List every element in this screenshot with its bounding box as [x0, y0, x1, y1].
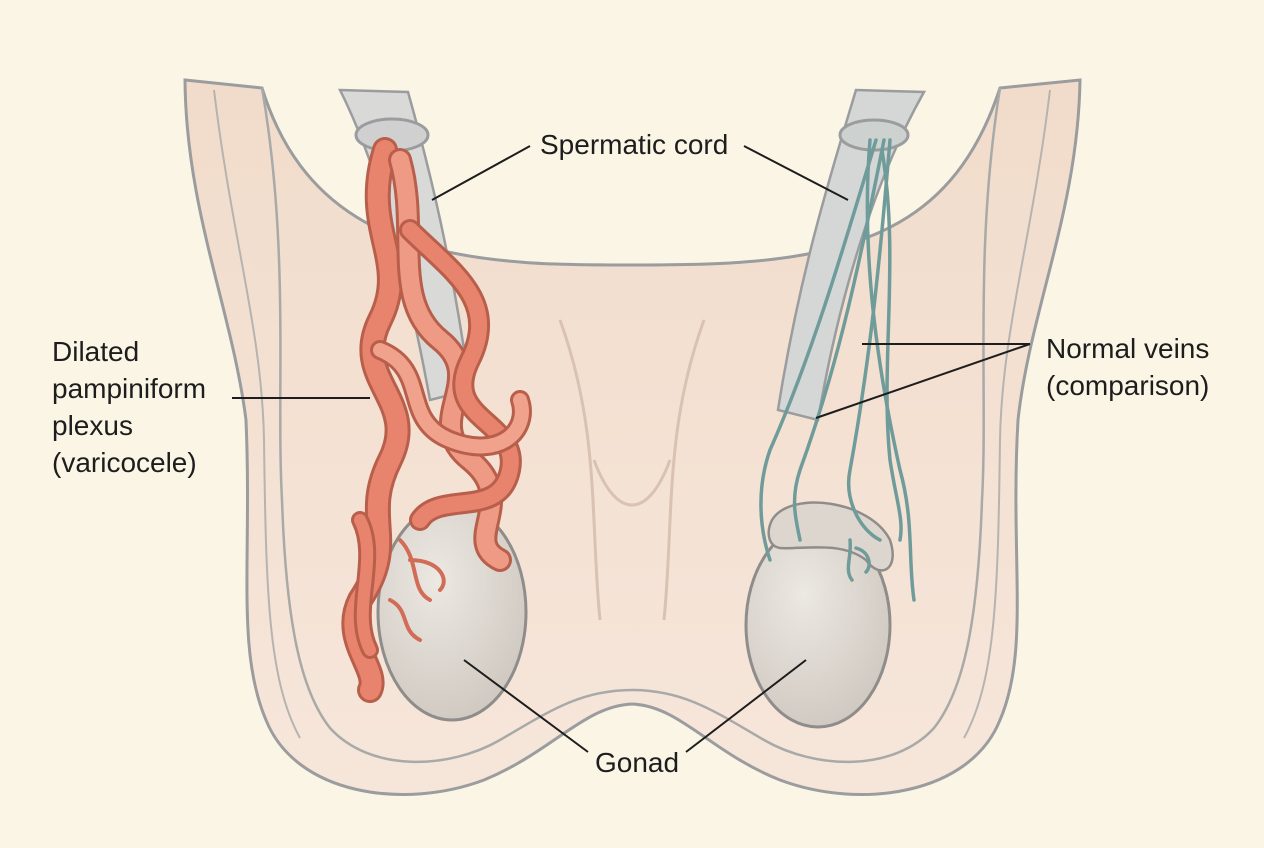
label-varicocele-line-4: (varicocele)	[52, 447, 197, 478]
label-spermatic-cord-text: Spermatic cord	[540, 129, 729, 160]
scrotum-inner-layer-3	[963, 89, 1051, 739]
label-varicocele-line-3: plexus	[52, 410, 133, 441]
label-normal-veins: Normal veins (comparison)	[1046, 330, 1209, 404]
label-normal-veins-line-2: (comparison)	[1046, 370, 1210, 401]
label-normal-veins-line-1: Normal veins	[1046, 333, 1210, 364]
dilated-veins	[341, 137, 532, 703]
leader-gonad-left	[463, 659, 589, 753]
scrotum-inner-layer-2	[213, 89, 301, 739]
label-varicocele-line-2: pampiniform	[52, 373, 207, 404]
label-gonad: Gonad	[595, 744, 679, 781]
leader-cord-left	[431, 145, 531, 201]
septum-fold	[558, 319, 706, 621]
leader-lines	[232, 145, 1031, 753]
scrotum-outline	[183, 78, 1082, 796]
leader-gonad-right	[685, 659, 807, 753]
scrotum-inner-layer	[260, 87, 1002, 764]
label-varicocele-line-1: Dilated	[52, 336, 140, 367]
label-gonad-text: Gonad	[595, 747, 680, 778]
label-spermatic-cord: Spermatic cord	[540, 126, 728, 163]
label-varicocele: Dilated pampiniform plexus (varicocele)	[52, 333, 206, 481]
leader-veins-lower	[815, 343, 1031, 419]
leader-cord-right	[743, 145, 849, 201]
normal-veins	[759, 138, 916, 602]
